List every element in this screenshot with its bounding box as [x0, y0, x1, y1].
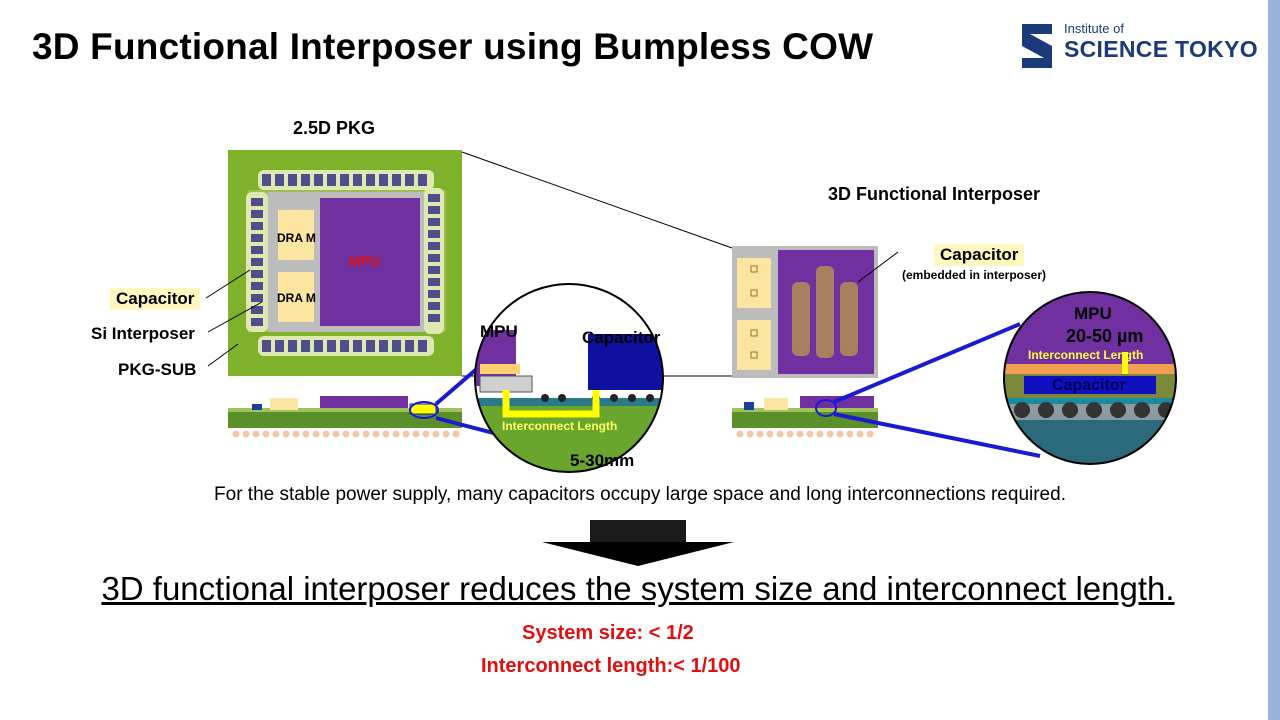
embedded-capacitor-label: Capacitor — [934, 244, 1025, 266]
pkg-top-view — [228, 150, 462, 376]
pkg-cross-section — [228, 396, 462, 438]
dram-top-label: DRA M — [277, 231, 316, 245]
length-5-30mm: 5-30mm — [570, 451, 635, 470]
pkg-heading: 2.5D PKG — [293, 118, 376, 138]
system-size-result: System size: < 1/2 — [522, 622, 694, 644]
pkg-sub-callout: PKG-SUB — [118, 360, 197, 379]
zoom-capacitor-label: Capacitor — [582, 328, 661, 347]
right-zoom-circle — [833, 291, 1177, 465]
interconnect-length-result: Interconnect length:< 1/100 — [481, 655, 741, 677]
page-title: 3D Functional Interposer using Bumpless … — [32, 26, 874, 67]
interposer-heading: 3D Functional Interposer — [828, 184, 1041, 204]
zoom-interconnect-label: Interconnect Length — [502, 419, 618, 433]
length-20-50um: 20-50 µm — [1066, 326, 1144, 346]
si-interposer-callout: Si Interposer — [91, 324, 195, 343]
down-arrow-icon — [542, 520, 734, 566]
logo-line1: Institute of — [1064, 21, 1124, 36]
problem-description: For the stable power supply, many capaci… — [214, 484, 1066, 505]
right-accent-bar — [1268, 0, 1280, 720]
conclusion-statement: 3D functional interposer reduces the sys… — [101, 570, 1175, 607]
zoom-right-interconnect-label: Interconnect Length — [1028, 348, 1144, 362]
mpu-label: MPU — [349, 253, 381, 269]
zoom-mpu-label: MPU — [480, 322, 518, 341]
institute-logo: Institute of SCIENCE TOKYO — [1016, 20, 1258, 72]
logo-line2: SCIENCE TOKYO — [1064, 36, 1258, 62]
left-zoom-circle — [434, 283, 664, 473]
interposer-top-view — [732, 246, 899, 378]
dram-bottom-label: DRA M — [277, 291, 316, 305]
zoom-right-mpu-label: MPU — [1074, 304, 1112, 323]
zoom-right-capacitor-label: Capacitor — [1052, 377, 1126, 394]
logo-mark-icon — [1022, 24, 1052, 68]
capacitor-callout: Capacitor — [110, 288, 201, 310]
embedded-capacitor-note: (embedded in interposer) — [902, 268, 1047, 282]
